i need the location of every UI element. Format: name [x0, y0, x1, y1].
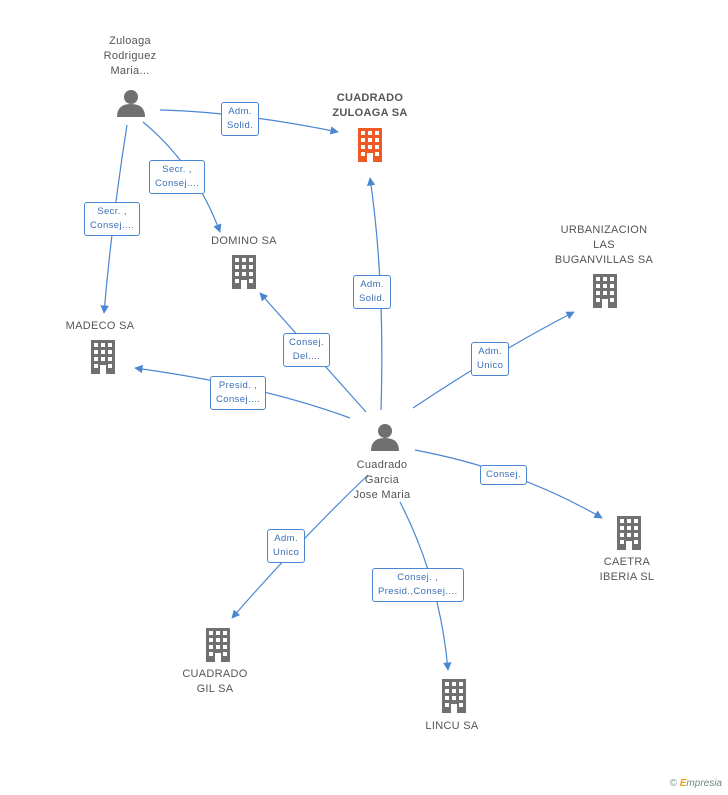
- node-label-domino[interactable]: DOMINO SA: [194, 234, 294, 249]
- node-label-line: Zuloaga: [109, 35, 151, 47]
- edge-label-consej[interactable]: Consej.: [480, 465, 528, 485]
- node-label-line: LAS: [593, 239, 615, 251]
- brand-name: mpresia: [686, 778, 722, 789]
- edge-label-line: Solid.: [227, 120, 254, 131]
- node-label-line: Garcia: [364, 474, 400, 486]
- node-label-line: Jose Maria: [353, 489, 411, 501]
- edge-label-consej-del[interactable]: Consej. Del....: [283, 333, 331, 367]
- edge-label-line: Adm.: [360, 279, 384, 290]
- edge-label-adm-unico-1[interactable]: Adm. Unico: [471, 342, 510, 376]
- node-label-line: Maria...: [110, 65, 150, 77]
- node-label-line: DOMINO SA: [211, 235, 277, 247]
- node-label-line: Rodriguez: [103, 50, 157, 62]
- edge-label-line: Del....: [292, 351, 321, 362]
- edge-label-line: Consej. ,: [397, 572, 439, 583]
- edge-label-line: Adm.: [478, 346, 503, 357]
- node-label-cuadrado-gil[interactable]: CUADRADO GIL SA: [165, 667, 265, 697]
- brand-initial: E: [679, 778, 687, 789]
- node-label-caetra[interactable]: CAETRA IBERIA SL: [577, 555, 677, 585]
- edge-label-line: Secr. ,: [97, 206, 127, 217]
- node-label-cuadrado-garcia[interactable]: Cuadrado Garcia Jose Maria: [332, 458, 432, 503]
- edge-label-line: Unico: [477, 360, 504, 371]
- edge-label-line: Unico: [273, 547, 300, 558]
- domino-building-icon[interactable]: [232, 255, 256, 289]
- edge-label-line: Adm.: [228, 106, 252, 117]
- edge-label-adm-solid-2[interactable]: Adm. Solid.: [353, 275, 392, 309]
- node-label-line: BUGANVILLAS SA: [554, 254, 654, 266]
- cuadrado-gil-building-icon[interactable]: [206, 628, 230, 662]
- node-label-lincu[interactable]: LINCU SA: [402, 719, 502, 734]
- node-label-madeco[interactable]: MADECO SA: [50, 319, 150, 334]
- edge-label-secr-consej-1[interactable]: Secr. , Consej....: [149, 160, 206, 194]
- node-label-line: IBERIA SL: [599, 571, 655, 583]
- edge-label-adm-unico-2[interactable]: Adm. Unico: [267, 529, 306, 563]
- node-label-line: LINCU SA: [425, 720, 479, 732]
- zuloaga-person-icon[interactable]: [117, 90, 145, 117]
- node-label-line: MADECO SA: [65, 320, 135, 332]
- caetra-building-icon[interactable]: [617, 516, 641, 550]
- cuadrado-zuloaga-building-icon[interactable]: [358, 128, 382, 162]
- lincu-building-icon[interactable]: [442, 679, 466, 713]
- edge-label-secr-consej-2[interactable]: Secr. , Consej....: [84, 202, 141, 236]
- node-label-cuadrado-zuloaga[interactable]: CUADRADO ZULOAGA SA: [310, 91, 430, 121]
- madeco-building-icon[interactable]: [91, 340, 115, 374]
- cuadrado-garcia-person-icon[interactable]: [371, 424, 399, 451]
- edge-label-adm-solid-1[interactable]: Adm. Solid.: [221, 102, 260, 136]
- edge-label-line: Consej.: [486, 469, 522, 480]
- edge-label-consej-presid-consej[interactable]: Consej. , Presid.,Consej....: [372, 568, 464, 602]
- node-label-line: CUADRADO: [182, 668, 248, 680]
- edge-label-line: Consej....: [90, 220, 135, 231]
- edge-label-line: Consej....: [155, 178, 200, 189]
- node-label-line: CAETRA: [603, 556, 651, 568]
- node-label-line: CUADRADO: [336, 92, 404, 104]
- node-label-zuloaga[interactable]: Zuloaga Rodriguez Maria...: [80, 34, 180, 79]
- edge-label-line: Presid.,Consej....: [378, 586, 458, 597]
- node-label-line: URBANIZACION: [560, 224, 648, 236]
- edge-label-line: Solid.: [359, 293, 386, 304]
- urbanizacion-building-icon[interactable]: [593, 274, 617, 308]
- edge-label-line: Consej.: [289, 337, 325, 348]
- node-label-urbanizacion[interactable]: URBANIZACION LAS BUGANVILLAS SA: [548, 223, 660, 268]
- edge-label-line: Secr. ,: [162, 164, 192, 175]
- edge-label-line: Consej....: [216, 394, 261, 405]
- node-label-line: Cuadrado: [356, 459, 408, 471]
- node-label-line: ZULOAGA SA: [332, 107, 408, 119]
- edge-label-presid-consej[interactable]: Presid. , Consej....: [210, 376, 267, 410]
- node-label-line: GIL SA: [196, 683, 234, 695]
- edge-label-line: Presid. ,: [218, 380, 258, 391]
- copyright-symbol: ©: [669, 778, 677, 789]
- edge-label-line: Adm.: [274, 533, 299, 544]
- copyright-footer: © Empresia: [670, 778, 722, 789]
